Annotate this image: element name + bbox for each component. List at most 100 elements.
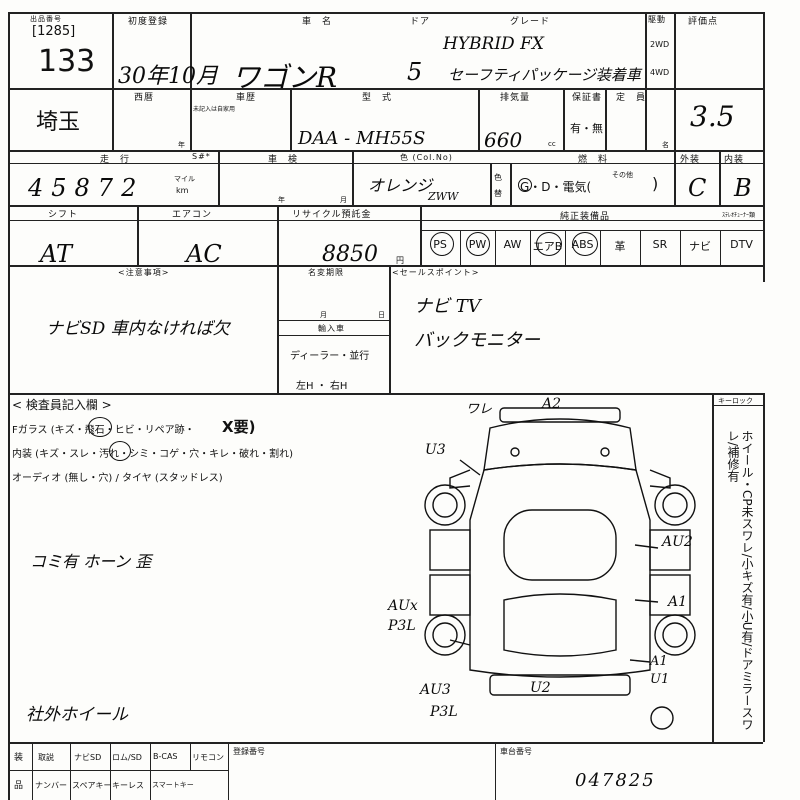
capacity-label: 定 員 — [616, 93, 647, 103]
col-v14 — [674, 150, 676, 205]
footer-item-keyless: キーレス — [112, 781, 144, 790]
col-v16 — [137, 205, 139, 265]
damage-p3l-1: P3L — [388, 618, 416, 634]
right-rear-door — [649, 574, 691, 616]
equip-aw: AW — [503, 238, 522, 251]
wheel-front-left — [424, 484, 466, 526]
interior-value: B — [734, 174, 752, 202]
footer-reg-label: 登録番号 — [233, 747, 265, 756]
grade-value-2: セーフティパッケージ装着車 — [448, 66, 641, 84]
warranty-value: 有・無 — [570, 122, 603, 135]
audio-note: オーディオ (無し・穴) / タイヤ (スタッドレス) — [12, 473, 223, 484]
wheel-rear-left — [424, 614, 466, 656]
damage-a1b: A1 — [650, 654, 668, 669]
equip-navi: ナビ — [689, 240, 711, 253]
left-front-door — [429, 529, 471, 571]
cc-value: 660 — [484, 128, 523, 152]
equip-dtv: DTV — [730, 238, 753, 251]
mileage-unit-miles: マイル — [174, 175, 195, 183]
col-v3 — [645, 12, 647, 150]
footer-label-1: 装 — [14, 753, 24, 763]
col-v6 — [290, 88, 292, 150]
rear-panel — [503, 593, 617, 657]
drive-4wd: 4WD — [650, 68, 670, 77]
recycle-value: 8850 — [322, 242, 378, 267]
col-v13 — [510, 163, 512, 205]
type-value: DAA - MH55S — [298, 128, 426, 149]
score-label: 評価点 — [688, 17, 719, 27]
row3-sub — [8, 163, 763, 164]
roof-panel — [503, 509, 617, 581]
damage-aux: AUx — [388, 598, 418, 614]
glass-mark: X要) — [222, 418, 256, 436]
equip-sr: SR — [652, 238, 668, 251]
frame-top — [8, 12, 764, 14]
recycle-unit: 円 — [396, 256, 404, 265]
sales-value-2: バックモニター — [414, 330, 540, 351]
caution-value: ナビSD 車内なければ欠 — [46, 319, 230, 339]
inspection-label: 車歴 — [236, 93, 257, 103]
fuel-gas-circle — [518, 178, 532, 192]
row-divider-4 — [8, 265, 763, 267]
ac-value: AC — [186, 240, 222, 268]
cc-unit: cc — [548, 140, 556, 148]
lot-bracket: [1285] — [32, 24, 76, 39]
fuel-value: G・D・電気( — [520, 180, 592, 194]
damage-au2: AU2 — [662, 534, 693, 550]
notes-v2 — [389, 265, 391, 393]
footer-item-sparekey: スペアキー — [72, 781, 112, 790]
shaken-year: 年 — [278, 196, 285, 204]
frame-left — [8, 12, 10, 800]
hand-note-1: コミ有 ホーン 歪 — [30, 552, 152, 571]
row4-sub — [8, 220, 763, 221]
color-change-2: 替 — [494, 189, 502, 198]
equip-leather: 革 — [614, 240, 626, 253]
col-v1 — [112, 12, 114, 150]
model-value: ワゴンR — [232, 61, 338, 94]
spare-circle — [650, 706, 674, 730]
circle-abs — [572, 232, 598, 256]
hand-note-2: 社外ホイール — [26, 705, 128, 725]
keyless-label: キーロック — [718, 397, 753, 405]
color-label: 色 (Col.No) — [400, 153, 453, 162]
footer-item-smartkey: スマートキー — [152, 781, 194, 789]
footer-item-navisd: ナビSD — [74, 753, 102, 762]
year-suffix: 年 — [178, 141, 185, 149]
circle-airbag — [536, 232, 562, 256]
col-v15 — [719, 150, 721, 205]
inspector-v — [712, 393, 714, 742]
inspector-title: < 検査員記入欄 > — [12, 398, 112, 412]
circle-pw — [466, 232, 490, 256]
capacity-unit: 名 — [662, 141, 669, 149]
car-diagram — [424, 407, 696, 730]
col-v10 — [218, 150, 220, 205]
inspection-sub: 未記入は自家用 — [193, 106, 236, 113]
col-v11 — [352, 150, 354, 205]
row4-sub2 — [420, 230, 763, 231]
footer-item-bcas: B-CAS — [153, 752, 178, 761]
right-notes: ホイール・CP未スワレ/小キズ有/小U有/ドアミラースワレ/補修有 — [726, 430, 754, 731]
import-label: 輸入車 — [318, 324, 345, 333]
footer-item-number: ナンバー — [35, 781, 67, 790]
damage-u3: U3 — [425, 442, 446, 458]
fuel-close: ) — [652, 174, 659, 193]
lot-label: 出品番号 — [30, 15, 62, 23]
fuel-other: その他 — [612, 171, 633, 179]
col-v7 — [478, 88, 480, 150]
first-reg-label: 初度登録 — [128, 17, 169, 27]
footer-item-remote: リモコン — [192, 753, 224, 762]
caution-label: <注意事項> — [118, 268, 170, 277]
ac-label: エアコン — [172, 210, 213, 220]
mileage-label: 走 行 — [100, 155, 131, 165]
left-rear-door — [429, 574, 471, 616]
row-divider-2 — [8, 150, 763, 152]
name-change-label: 名変期限 — [308, 268, 344, 277]
damage-a1: A1 — [668, 594, 688, 610]
color-code: ZWW — [428, 190, 459, 203]
notes-v1 — [277, 265, 279, 393]
first-reg-value: 30年10月 — [118, 64, 218, 89]
fuel-label: 燃 料 — [578, 155, 609, 165]
model-label: 車 名 — [302, 17, 333, 27]
mileage-unit-km: km — [176, 186, 189, 195]
interior-label: 内装 — [724, 155, 745, 165]
